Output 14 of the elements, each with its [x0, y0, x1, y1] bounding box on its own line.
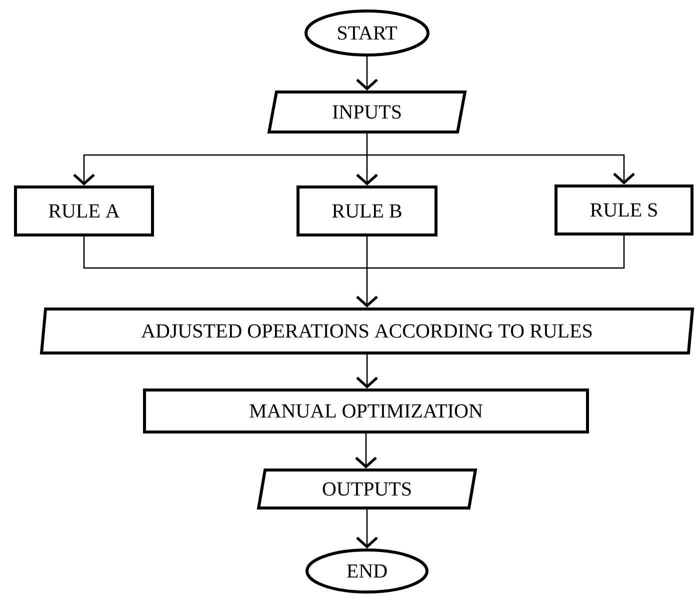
arrow	[356, 354, 378, 388]
process-box: MANUAL OPTIMIZATION	[143, 388, 589, 434]
arrow	[356, 56, 378, 90]
process-box: RULE B	[296, 186, 438, 236]
connector-line	[83, 236, 367, 269]
arrow	[355, 434, 377, 468]
arrow	[73, 154, 367, 186]
connector-line	[367, 236, 625, 269]
arrow	[356, 236, 378, 308]
arrow	[356, 134, 378, 186]
process-box: RULE S	[554, 184, 694, 236]
arrow	[356, 510, 378, 548]
arrow	[367, 154, 635, 184]
process-box: RULE A	[14, 186, 154, 236]
